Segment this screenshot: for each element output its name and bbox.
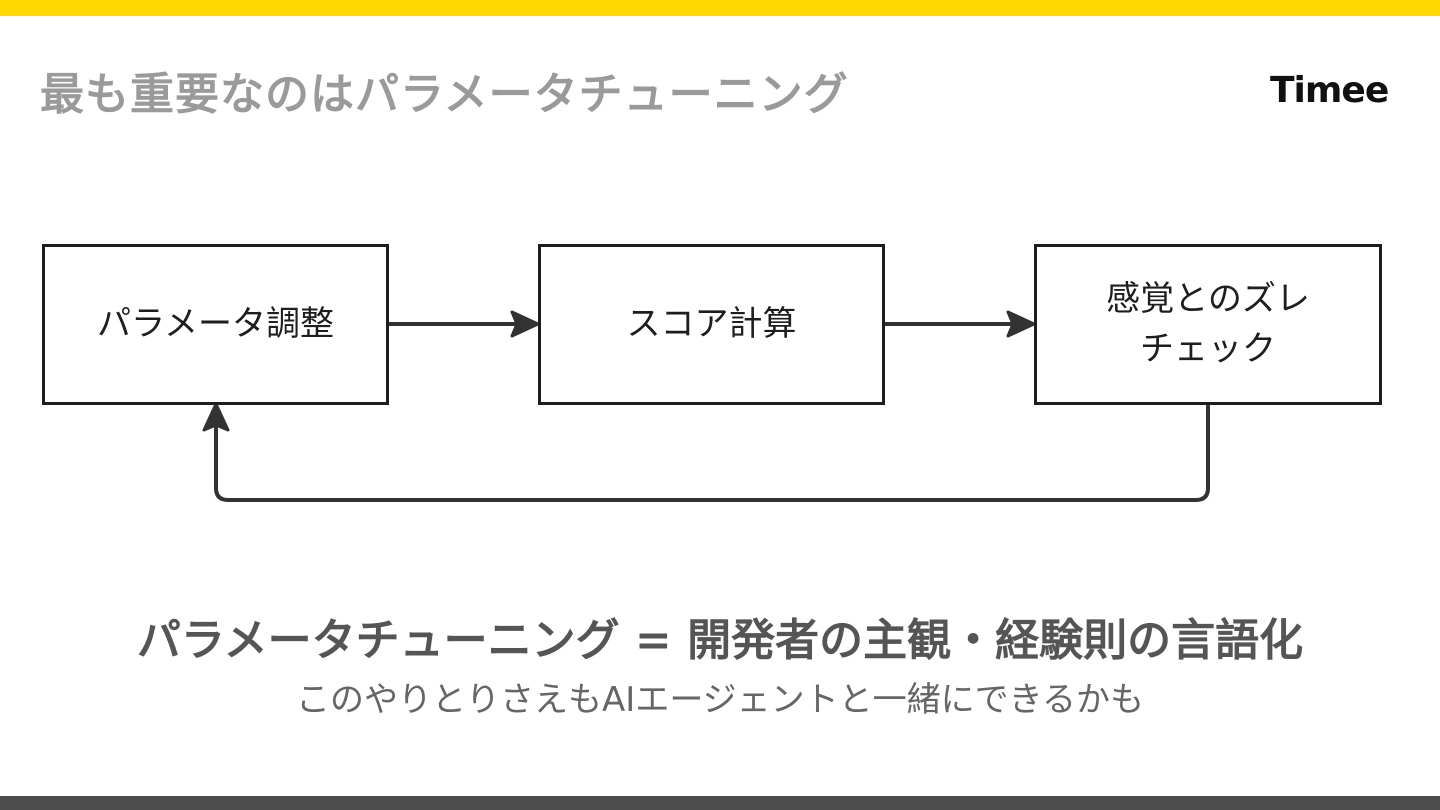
node-label-line-2: チェック — [1139, 328, 1276, 369]
sub-message: このやりとりさえもAIエージェントと一緒にできるかも — [296, 680, 1144, 720]
node-gap-check: 感覚とのズレ チェック — [1034, 244, 1382, 405]
slide-title: 最も重要なのはパラメータチューニング — [40, 69, 849, 120]
node-label: パラメータ調整 — [97, 303, 334, 344]
node-parameter-adjustment: パラメータ調整 — [42, 244, 389, 405]
key-message: パラメータチューニング = 開発者の主観・経験則の言語化 — [136, 615, 1304, 666]
bottom-bar — [0, 796, 1440, 810]
node-label-line-1: 感覚とのズレ — [1106, 279, 1310, 320]
edge-score-to-check — [884, 310, 1036, 338]
timee-logo: Timee — [1270, 70, 1389, 111]
node-score-calculation: スコア計算 — [538, 244, 885, 405]
edge-check-to-param — [202, 402, 1210, 502]
edge-param-to-score — [388, 310, 540, 338]
node-label: スコア計算 — [626, 303, 797, 344]
top-accent-bar — [0, 0, 1440, 16]
